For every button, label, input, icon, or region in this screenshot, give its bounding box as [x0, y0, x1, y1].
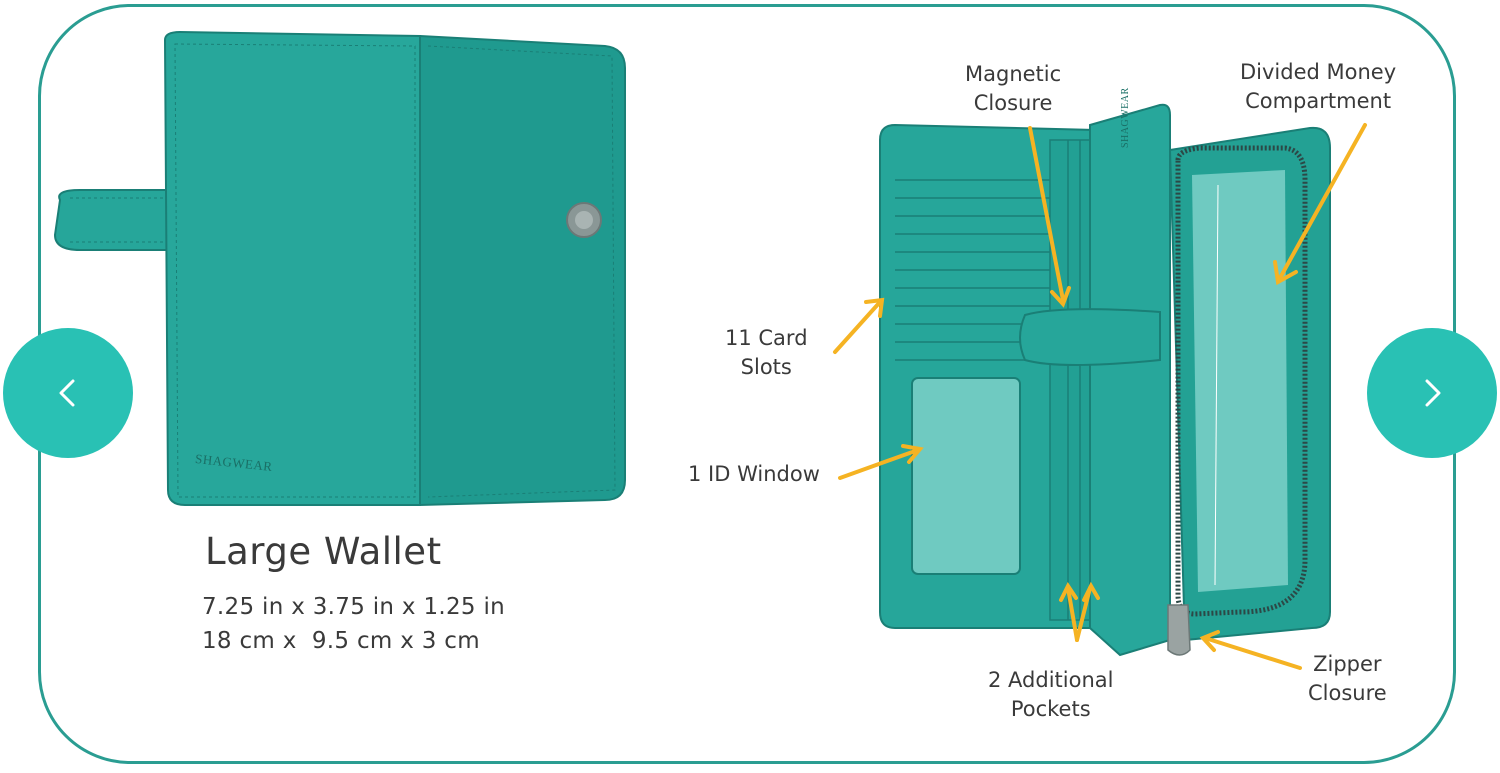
- callout-arrows: [833, 123, 1367, 670]
- callout-magnetic-closure: Magnetic Closure: [965, 62, 1062, 115]
- chevron-right-icon: [1425, 379, 1441, 407]
- callout-money-compartment: Divided Money Compartment: [1240, 60, 1397, 113]
- chevron-left-icon: [59, 379, 75, 407]
- callout-additional-pockets: 2 Additional Pockets: [988, 668, 1114, 721]
- callout-zipper-closure: Zipper Closure: [1308, 652, 1387, 705]
- brand-mark-open: SHAGWEAR: [1120, 87, 1131, 148]
- open-wallet-image: [879, 103, 1331, 657]
- dimensions-imperial: 7.25 in x 3.75 in x 1.25 in: [202, 594, 506, 620]
- callout-id-window: 1 ID Window: [688, 462, 820, 486]
- previous-slide-button[interactable]: [3, 328, 133, 458]
- callout-card-slots: 11 Card Slots: [725, 326, 808, 379]
- product-title: Large Wallet: [205, 530, 442, 573]
- next-slide-button[interactable]: [1367, 328, 1497, 458]
- closed-wallet-image: [53, 30, 626, 507]
- dimensions-metric: 18 cm x 9.5 cm x 3 cm: [202, 628, 480, 654]
